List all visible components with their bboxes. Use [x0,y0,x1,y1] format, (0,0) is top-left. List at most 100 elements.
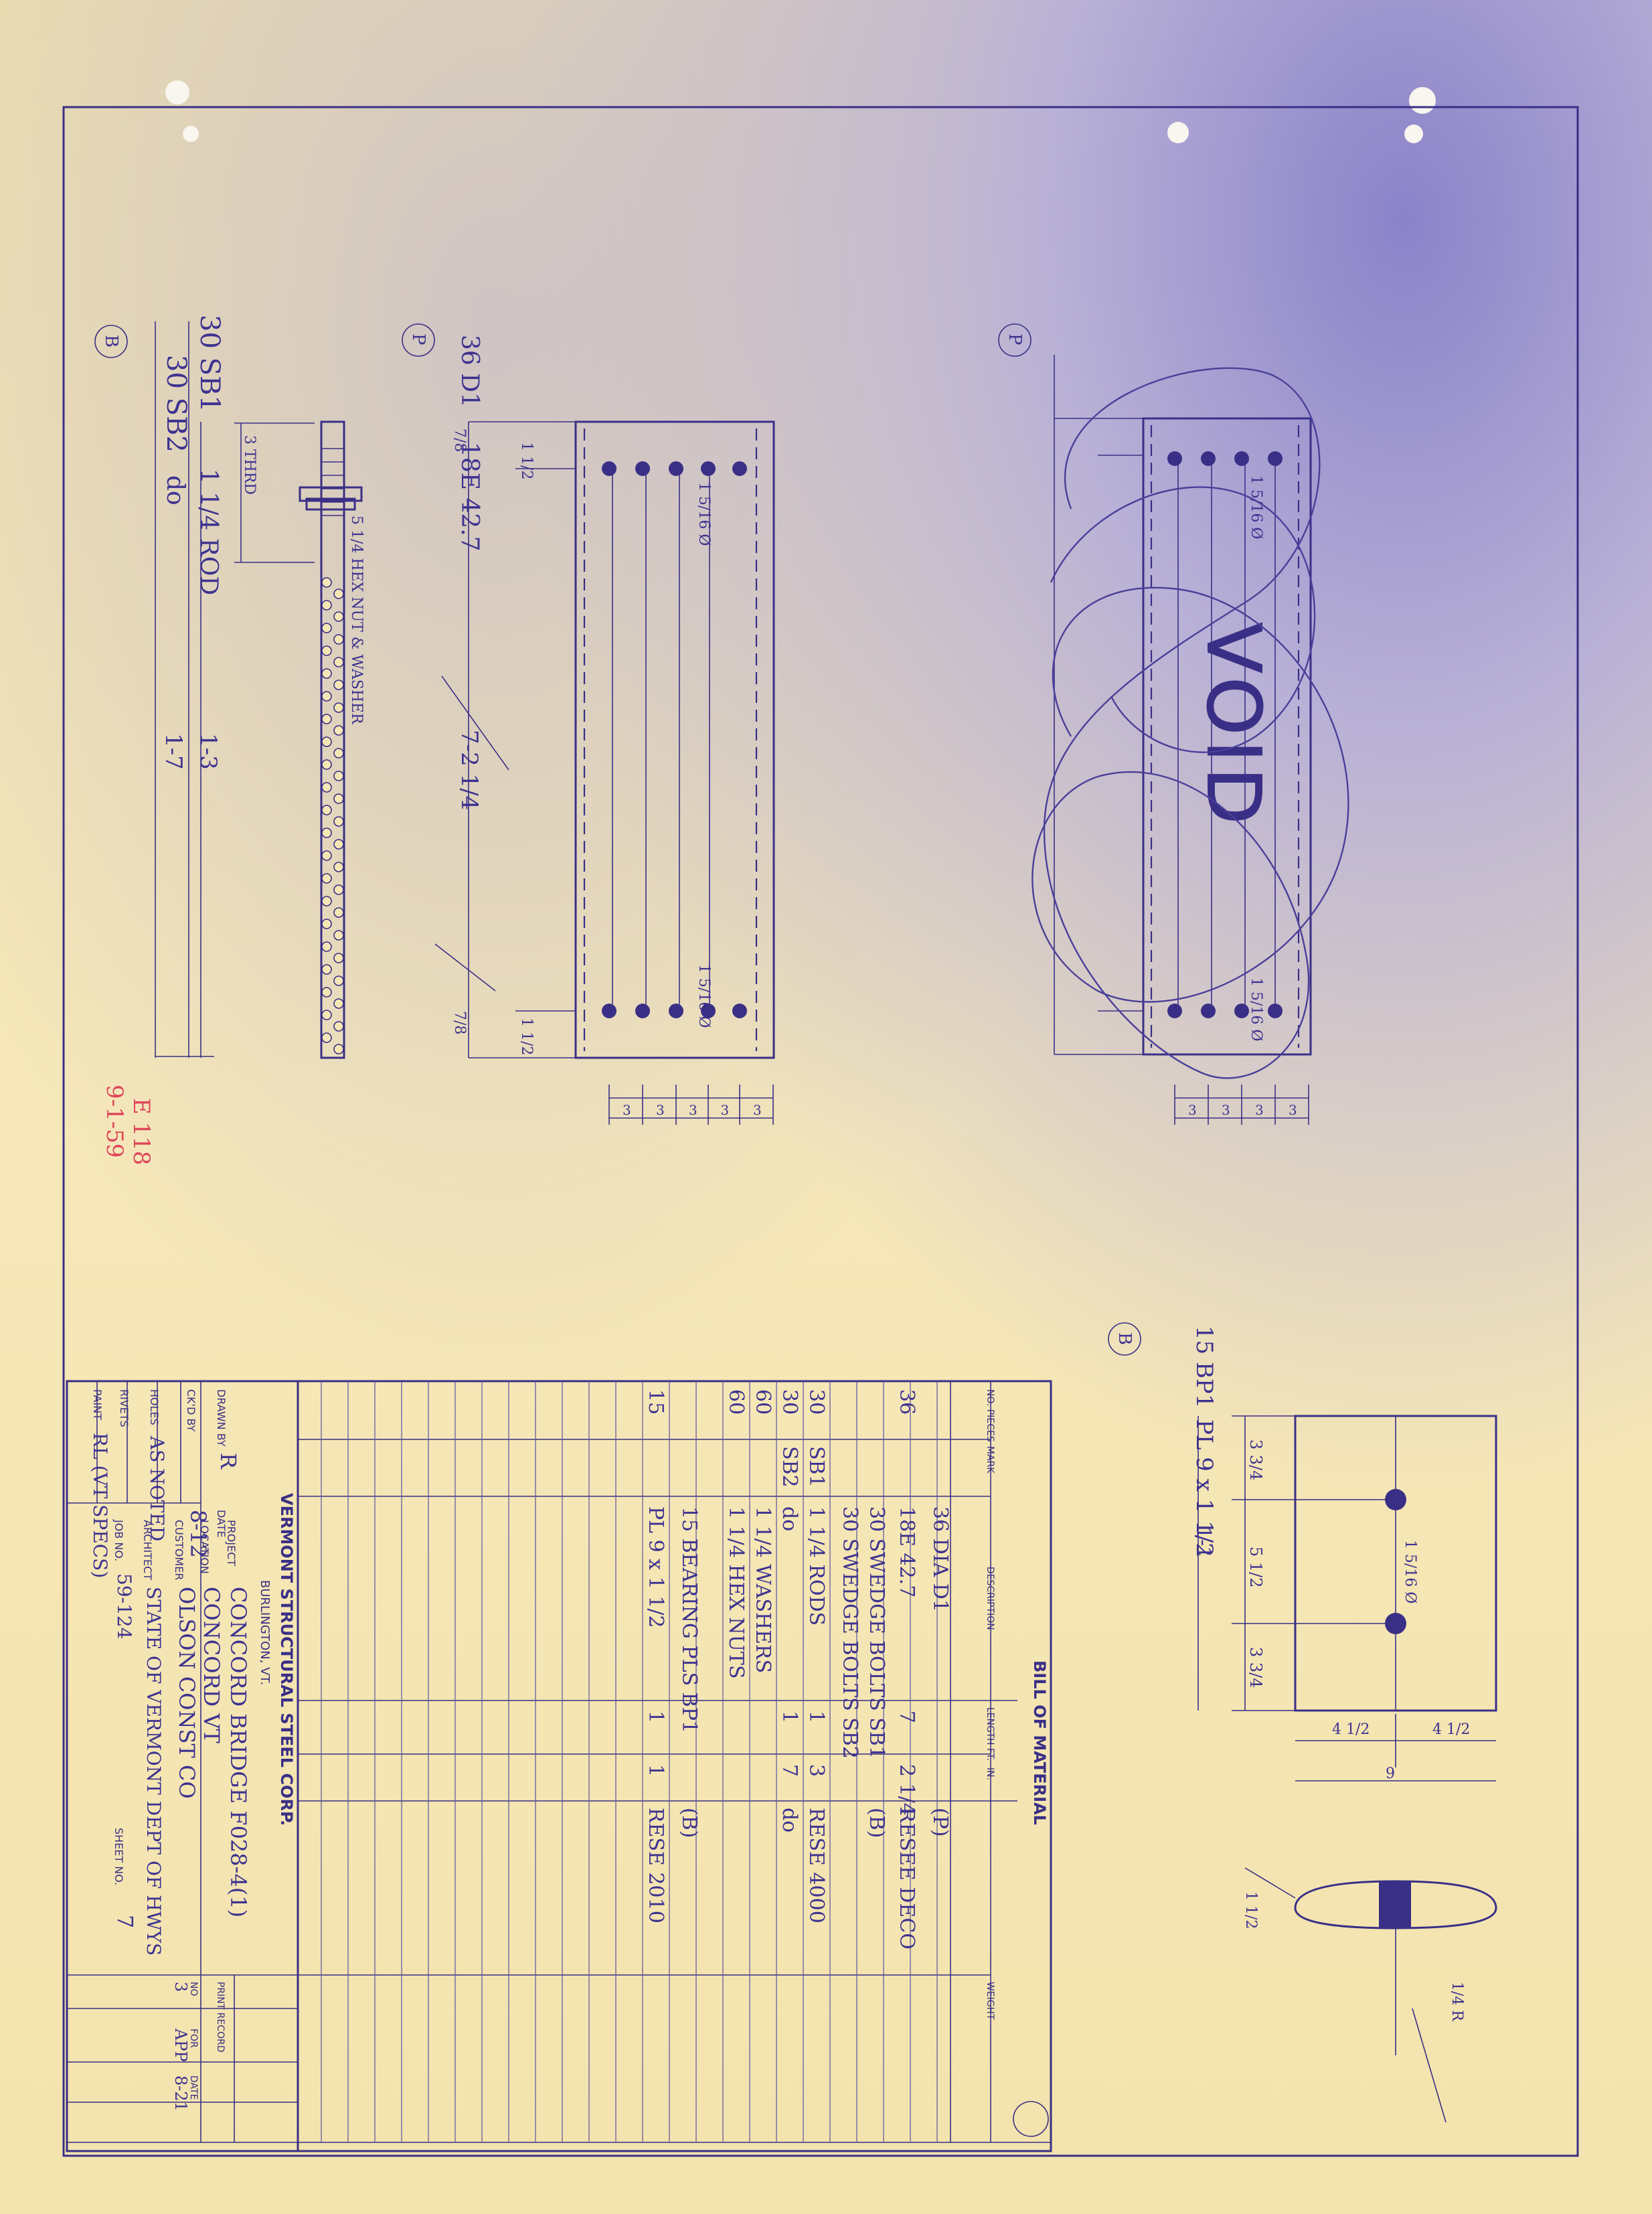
col-mark-header: MARK [985,1446,995,1474]
company-name: VERMONT STRUCTURAL STEEL CORP. [277,1493,296,1826]
paint-label: PAINT [91,1389,104,1420]
spacing-dim: 3 [689,1102,697,1118]
nut-washer-note: 5 1/4 HEX NUT & WASHER [348,516,365,725]
void-hole-note-bottom: 1 5/16 Ø [1248,977,1264,1041]
d1-end-dim-bottom: 7/8 [451,1011,468,1034]
swedge-notch [321,714,332,724]
bom-cell: RESE 4000 [805,1808,828,1923]
approval-stamp-1: E 118 [128,1098,155,1166]
title-block: DRAWN BY R DATE 8-12 CK'D BY HOLES AS NO… [66,1380,1052,2152]
bom-title: BILL OF MATERIAL [1030,1660,1049,1825]
bolt-hole [1167,451,1182,466]
d1-edge-dim-top: 1 1/2 [518,442,535,479]
spacing-dim: 3 [1289,1102,1297,1118]
col-description-header: DESCRIPTION [985,1567,995,1630]
bom-cell: PL 9 x 1 1/2 [644,1506,667,1628]
print-record-date: 8-21 [171,2075,190,2112]
punch-hole [165,80,189,104]
swedge-length-2: 1-7 [160,733,187,770]
bolt-hole [1234,451,1249,466]
col-pieces-header: NO. PIECES [985,1389,995,1442]
bp-width-dim-2: 4 1/2 [1432,1721,1470,1738]
bp-circle-label: B [1114,1332,1135,1345]
punch-hole [183,126,199,142]
print-record-no-label: NO [188,1982,199,1996]
drawn-by-value: R [216,1453,241,1470]
date-value: 8-12 [185,1510,211,1558]
bolt-hole [732,461,747,476]
bolt-hole [1268,451,1283,466]
bolt-hole [1234,1004,1249,1018]
swedge-notch [321,941,332,952]
swedge-notch [321,827,332,838]
swedge-notch [333,816,344,827]
swedge-bolt-detail: B 30 SB1 30 SB2 1 1/4 ROD do 1-3 1-7 3 T… [94,315,365,1059]
d1-end-dim-top: 7/8 [451,428,468,452]
void-stamp: VOID [1191,623,1276,829]
bolt-hole [701,1004,716,1018]
checked-by-label: CK'D BY [185,1389,197,1432]
swedge-notch [333,680,344,690]
bp-length: 1-1 [1191,1526,1215,1559]
col-inches-header: IN. [985,1767,995,1780]
bolt-hole [602,1004,616,1018]
project-value: CONCORD BRIDGE F028-4(1) [226,1587,251,1917]
job-value: 59-124 [113,1573,135,1640]
spacing-dim: 3 [623,1102,631,1118]
swedge-desc: 1 1/4 ROD [195,469,222,595]
company-city: BURLINGTON, VT. [258,1580,272,1685]
bom-cell: RESEE DECO [895,1808,918,1950]
holes-label: HOLES [148,1389,161,1425]
bom-cell: 36 [895,1389,918,1415]
void-hole-note-top: 1 5/16 Ø [1248,475,1264,539]
swedge-notch [333,862,344,872]
project-label: PROJECT [225,1520,238,1566]
d1-length: 7-2 1/4 [456,730,483,810]
swedge-notch [321,577,332,588]
punch-hole [1404,125,1423,143]
swedge-notch [333,884,344,895]
bp-dim-3: 3 3/4 [1246,1647,1265,1688]
swedge-notch [333,634,344,645]
bolt-hole [1268,1004,1283,1018]
thread-note: 3 THRD [241,435,258,495]
bp-width-dim-3: 9 [1386,1765,1395,1782]
spacing-dim: 3 [753,1102,762,1118]
section-note: 1/4 R [1449,1982,1465,2022]
swedge-notch [321,805,332,815]
swedge-notch [321,873,332,884]
bp-dim-2: 5 1/2 [1246,1547,1265,1588]
print-record-no: 3 [171,1982,190,1992]
swedge-notch [333,725,344,736]
swedge-notch [321,782,332,793]
bom-cell: 18E 42.7 [895,1506,918,1597]
swedge-notch [321,896,332,906]
swedge-notch [321,645,332,656]
swedge-circle-label: B [101,335,121,347]
print-record-label: PRINT RECORD [215,1982,226,2053]
swedge-notch [321,600,332,611]
swedge-notch [333,930,344,941]
section-dim: 1 1/2 [1242,1891,1259,1929]
architect-value: STATE OF VERMONT DEPT OF HWYS [143,1587,165,1956]
bom-cell: 1 [805,1711,828,1723]
swedge-notch [321,1010,332,1020]
swedge-notch [321,736,332,747]
spacing-dim: 3 [656,1102,665,1118]
swedge-notch [333,702,344,713]
swedge-notch [321,850,332,861]
bom-cell: 2 1/4 [895,1764,918,1816]
bom-cell: SB1 [805,1446,828,1488]
bolt-hole [669,1004,683,1018]
spacing-dim: 3 [1188,1102,1197,1118]
holes-value: AS NOTED [146,1435,168,1541]
bp-dim-1: 3 3/4 [1246,1439,1265,1481]
d1-hole-note-bottom: 1 5/16 Ø [695,964,712,1028]
bp-hole-note: 1 5/16 Ø [1402,1540,1418,1603]
spacing-dim: 3 [1222,1102,1230,1118]
swedge-notch [333,998,344,1009]
bom-cell: 36 DIA D1 [928,1506,952,1612]
d1-mark: 36 D1 [456,335,483,408]
